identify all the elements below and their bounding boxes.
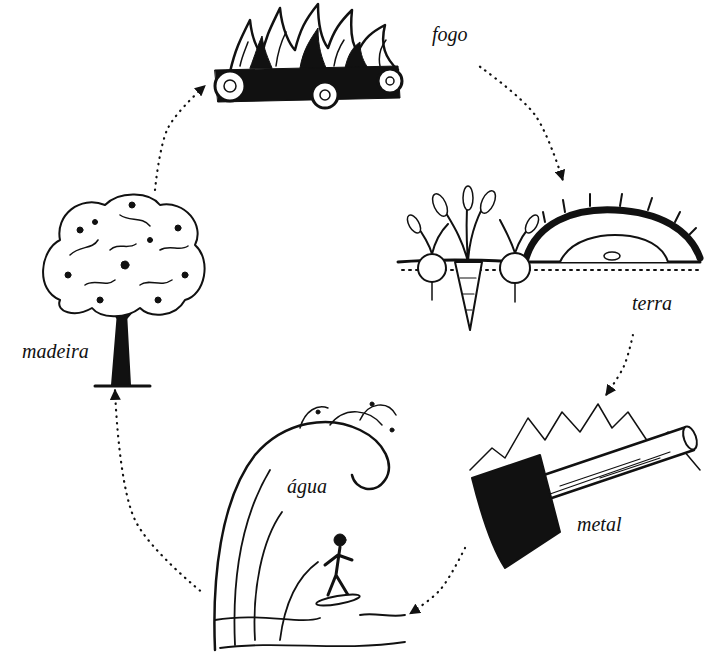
tree-drawing-part	[93, 220, 98, 225]
tree-drawing-part	[182, 272, 188, 278]
earth-drawing-part	[418, 254, 446, 282]
tree-drawing-part	[175, 225, 181, 231]
fire-drawing-part	[345, 42, 368, 68]
earth-drawing-part	[500, 253, 530, 283]
tree-drawing-part	[155, 297, 161, 303]
tree-drawing-part	[43, 194, 205, 316]
earth-drawing-part	[525, 210, 700, 262]
fire-drawing-part	[224, 80, 236, 92]
tree-drawing-part	[148, 238, 153, 243]
element-label: terra	[630, 292, 674, 314]
fire-drawing	[215, 4, 402, 108]
fire-drawing-part	[250, 36, 272, 68]
water-drawing-part	[316, 592, 361, 608]
earth-drawing-part	[414, 220, 534, 254]
water-drawing-part	[234, 470, 270, 645]
earth-drawing-part	[405, 213, 424, 235]
dotted-arrow	[155, 86, 205, 190]
water-drawing-part	[300, 405, 396, 428]
tree-drawing-part	[112, 312, 130, 385]
earth-drawing-part	[523, 213, 542, 235]
metal-drawing-part	[550, 452, 670, 494]
metal-drawing-part	[526, 427, 694, 504]
water-drawing-part	[214, 422, 388, 650]
dotted-arrow	[115, 390, 200, 591]
fire-drawing-part	[312, 82, 338, 108]
water-drawing-part	[390, 428, 394, 432]
earth-drawing-part	[543, 194, 696, 236]
earth-drawing-part	[463, 186, 473, 210]
earth-drawing	[398, 186, 700, 330]
earth-drawing-part	[560, 235, 668, 262]
fire-drawing-part	[320, 90, 330, 100]
dotted-arrow	[606, 335, 633, 395]
tree-drawing-part	[70, 215, 188, 285]
earth-drawing-part	[432, 282, 515, 302]
water-drawing-part	[254, 512, 282, 640]
tree-drawing-part	[97, 297, 103, 303]
fire-drawing-part	[215, 66, 400, 102]
dotted-arrow	[480, 67, 563, 180]
earth-drawing-part	[460, 278, 476, 310]
water-drawing-part	[220, 642, 405, 648]
tree-drawing-part	[65, 272, 71, 278]
water-drawing-part	[316, 410, 320, 414]
wood-element: madeira	[15, 190, 215, 390]
fire-drawing-part	[386, 77, 394, 85]
water-element: água	[200, 425, 410, 655]
element-label: fogo	[430, 23, 470, 45]
fire-drawing-part	[230, 4, 398, 72]
earth-drawing-part	[429, 192, 450, 219]
earth-drawing-part	[455, 262, 482, 330]
dotted-arrow	[410, 548, 465, 614]
water-drawing-part	[334, 534, 346, 546]
water-drawing-part	[325, 547, 352, 595]
earth-drawing-part	[604, 252, 620, 260]
element-label: água	[285, 475, 329, 497]
water-drawing-part	[370, 402, 374, 406]
water-drawing-part	[215, 614, 405, 620]
element-label: metal	[575, 513, 623, 535]
metal-drawing-part	[680, 425, 699, 452]
element-label: madeira	[20, 340, 91, 362]
fire-drawing-part	[215, 71, 245, 101]
metal-drawing	[470, 404, 700, 568]
water-drawing	[214, 402, 405, 650]
tree-drawing-part	[77, 227, 83, 233]
earth-drawing-part	[477, 189, 498, 216]
fire-element: fogo	[205, 5, 480, 100]
tree-drawing-part	[121, 261, 129, 269]
fire-drawing-part	[378, 69, 402, 93]
metal-element: metal	[465, 395, 700, 575]
tree-drawing-part	[129, 202, 135, 208]
earth-element: terra	[395, 180, 700, 335]
fire-drawing-part	[240, 32, 386, 66]
fire-drawing-part	[300, 28, 326, 68]
water-drawing-part	[280, 562, 318, 640]
metal-drawing-part	[472, 455, 560, 568]
